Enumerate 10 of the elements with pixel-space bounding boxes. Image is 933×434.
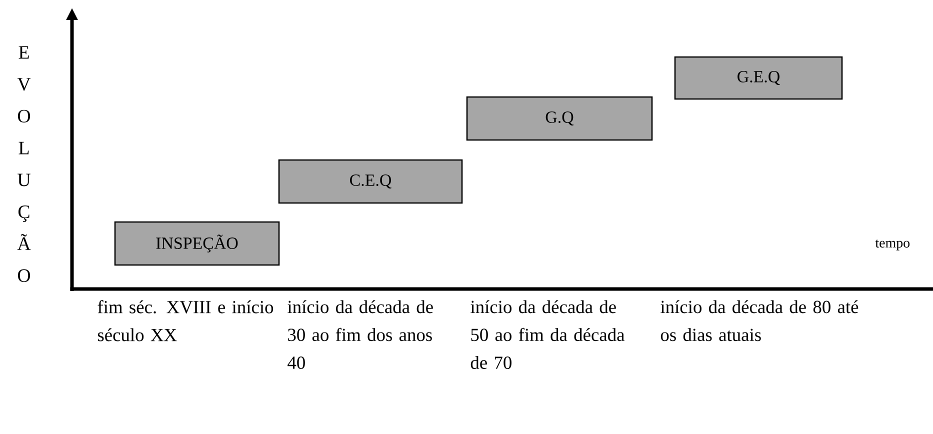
stage-box: INSPEÇÃO bbox=[114, 221, 280, 266]
axis-label: tempo bbox=[875, 240, 910, 250]
axis-label: EVOLUÇÃO bbox=[17, 46, 31, 282]
period-label: início da década de 80 até os dias atuais bbox=[660, 300, 858, 342]
period-label: início da década de 30 ao fim dos anos 40 bbox=[288, 300, 433, 369]
stage-box: C.E.Q bbox=[278, 159, 463, 204]
stage-box: G.E.Q bbox=[674, 56, 843, 100]
period-label: fim séc. XVIII e início século XX bbox=[98, 300, 274, 342]
period-label: início da década de 50 ao fim da década de 70 bbox=[470, 300, 625, 369]
stage-box: G.Q bbox=[466, 96, 653, 141]
